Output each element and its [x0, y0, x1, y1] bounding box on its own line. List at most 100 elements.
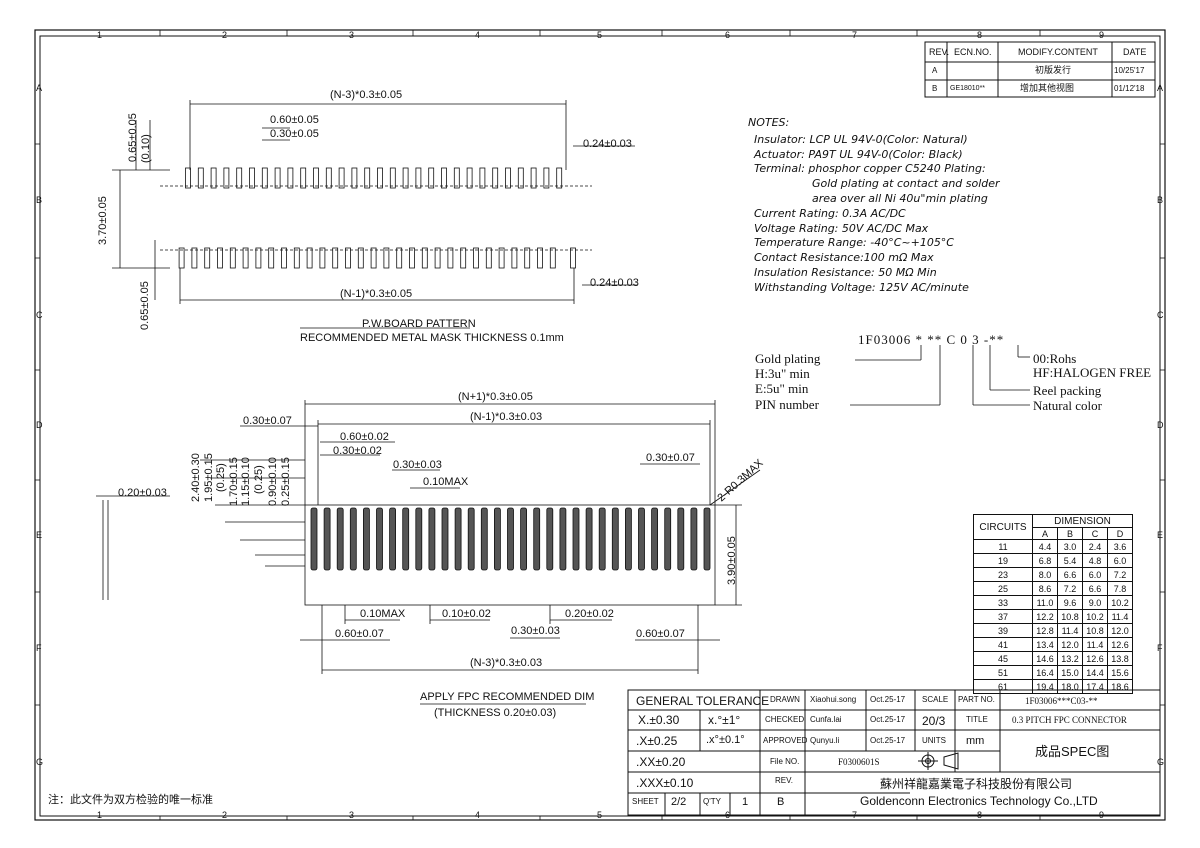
pcb-pad: [185, 167, 191, 189]
drawn-date: Oct.25-17: [870, 695, 906, 704]
note-line: Temperature Range: -40°C~+105°C: [754, 236, 954, 250]
pcb-dim-left3: 0.65±0.05: [139, 281, 151, 330]
dimension-cell: 7.8: [1107, 581, 1133, 596]
note-line: Insulator: LCP UL 94V-0(Color: Natural): [754, 132, 968, 146]
dimension-cell: 12.2: [1032, 609, 1058, 624]
zone-label-side: E: [36, 530, 43, 540]
zone-label-top: 6: [725, 30, 731, 40]
part-code-label-hf: HF:HALOGEN FREE: [1033, 365, 1152, 380]
zone-label-bottom: 8: [977, 810, 983, 820]
projection-symbol: [918, 752, 959, 770]
dimension-cell: 15.0: [1057, 665, 1083, 680]
pcb-pad: [287, 167, 294, 189]
dimension-cell: 7.2: [1057, 581, 1083, 596]
dimension-cell: 4.8: [1082, 553, 1108, 568]
fpc-dim-b-060l: 0.60±0.07: [335, 628, 384, 640]
dimension-cell: 10.8: [1057, 609, 1083, 624]
fpc-finger: [651, 507, 658, 571]
pcb-pad: [421, 247, 428, 269]
zone-label-top: 7: [852, 30, 858, 40]
part-code-label-pin: PIN number: [755, 397, 819, 412]
pcb-pad: [204, 247, 211, 269]
fpc-finger: [598, 507, 606, 571]
pcb-pad: [178, 247, 185, 269]
qty-label: Q'TY: [703, 797, 721, 806]
checked-date: Oct.25-17: [870, 715, 906, 724]
scale-label: SCALE: [922, 695, 949, 704]
pcb-pattern-view: [112, 100, 638, 329]
sheet-label: SHEET: [632, 797, 659, 806]
note-line: Insulation Resistance: 50 MΩ Min: [754, 265, 937, 279]
fpc-dim-b-030: 0.30±0.03: [511, 625, 560, 637]
dimension-cell: 3.0: [1057, 539, 1083, 554]
dimension-cell: 8.0: [1032, 567, 1058, 582]
fpc-dim-v025a: (0.25): [215, 463, 227, 492]
dimension-cell: 3.6: [1107, 539, 1133, 554]
circuits-cell: 51: [973, 665, 1033, 680]
fpc-finger: [638, 507, 645, 571]
dimension-cell: 9.0: [1082, 595, 1108, 610]
dimension-cell: 9.6: [1057, 595, 1083, 610]
fpc-finger: [611, 507, 619, 571]
pcb-pad: [466, 167, 473, 189]
pcb-pad: [261, 167, 268, 189]
zone-label-top: 1: [97, 30, 103, 40]
part-code-label-gold: Gold plating: [755, 351, 821, 366]
drawn-label: DRAWN: [770, 695, 800, 704]
fpc-finger: [336, 507, 344, 571]
fpc-dim-right-edge: 0.30±0.07: [646, 452, 695, 464]
pcb-pad: [396, 247, 403, 269]
dimension-cell: 14.4: [1082, 665, 1108, 680]
part-no-label: PART NO.: [958, 695, 995, 704]
tolerance-angle-1: x.°±1°: [708, 713, 741, 727]
company-cn: 蘇州祥龍嘉業電子科技股份有限公司: [880, 777, 1073, 791]
fpc-finger: [559, 507, 567, 571]
fpc-dim-p030: 0.30±0.02: [333, 445, 382, 457]
fpc-dim-b-max: 0.10MAX: [360, 608, 406, 620]
note-line: area over all Ni 40u"min plating: [812, 191, 988, 205]
sheet-value: 2/2: [671, 796, 687, 808]
zone-label-bottom: 7: [852, 810, 858, 820]
title-label: TITLE: [966, 715, 988, 724]
fpc-caption-2: (THICKNESS 0.20±0.03): [434, 707, 557, 719]
zone-label-top: 9: [1099, 30, 1105, 40]
pcb-pad: [191, 247, 198, 269]
circuits-cell: 25: [973, 581, 1033, 596]
outer-frame: [34, 29, 1166, 821]
rev-row-a-date: 10/25'17: [1114, 66, 1145, 75]
tolerance-x1: .X±0.25: [636, 734, 678, 748]
note-line: Gold plating at contact and solder: [812, 177, 1000, 191]
tolerance-x3: .XXX±0.10: [636, 776, 694, 790]
note-line: Current Rating: 0.3A AC/DC: [754, 206, 906, 220]
fpc-finger: [572, 507, 580, 571]
revision-table-lines: [924, 41, 1156, 98]
pcb-pad: [434, 247, 441, 269]
approved-name: Qunyu.li: [810, 736, 840, 745]
pcb-dim-height: 3.70±0.05: [97, 196, 109, 245]
part-code-label-color: Natural color: [1033, 398, 1102, 413]
approved-label: APPROVED: [763, 736, 808, 745]
part-no-value: 1F03006***C03-**: [1025, 696, 1098, 706]
fpc-finger: [690, 507, 698, 571]
dimension-cell: 10.8: [1082, 623, 1108, 638]
rev-row-a-rev: A: [932, 66, 938, 75]
rev-value: B: [777, 796, 785, 808]
fpc-finger: [467, 507, 475, 571]
pcb-pad: [281, 247, 287, 269]
inner-frame: [39, 35, 1161, 817]
fpc-finger: [402, 507, 410, 571]
dimension-cell: 12.0: [1107, 623, 1133, 638]
note-line: Contact Resistance:100 mΩ Max: [754, 251, 934, 265]
pcb-pad: [249, 167, 255, 189]
zone-label-side: B: [36, 195, 43, 205]
fpc-dim-b-060r: 0.60±0.07: [636, 628, 685, 640]
fpc-finger: [415, 507, 423, 571]
file-no-label: File NO.: [770, 757, 800, 766]
pcb-pad: [332, 247, 339, 269]
pcb-pad: [492, 167, 499, 189]
note-line: Actuator: PA9T UL 94V-0(Color: Black): [754, 147, 963, 161]
rev-header-date: DATE: [1123, 47, 1147, 57]
